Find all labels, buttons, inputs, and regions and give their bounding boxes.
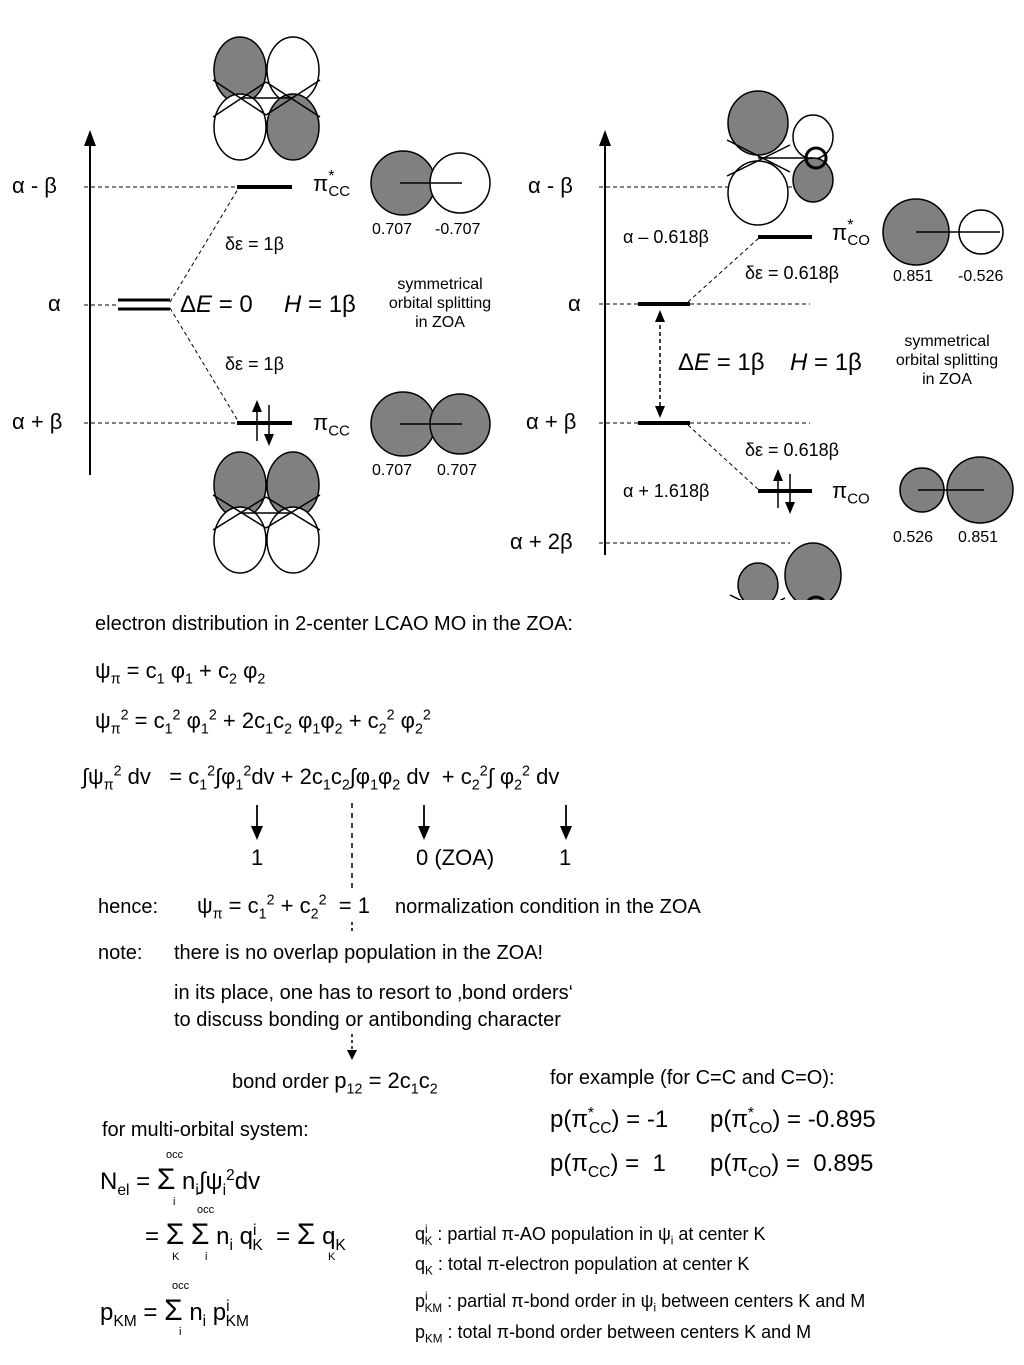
nel-equation-2: = Σ Σ ni qiK = Σ qK — [145, 1218, 346, 1254]
nel-equation-1: Nel = Σ ni∫ψi2dv — [100, 1163, 261, 1199]
left-pi-coef-1: 0.707 — [372, 462, 413, 479]
nel2-sum-k: K — [172, 1251, 180, 1263]
multi-orbital-heading: for multi-orbital system: — [102, 1119, 309, 1141]
pkm-sum-top: occ — [172, 1280, 190, 1292]
energy-level-diagram — [84, 36, 1014, 600]
section-heading: electron distribution in 2-center LCAO M… — [95, 613, 573, 635]
right-de-lower: δε = 0.618β — [745, 440, 839, 460]
left-pi-orbital-picture — [212, 451, 321, 574]
left-pistar-coef-1: 0.707 — [372, 221, 413, 238]
nel2-sum-i: i — [205, 1251, 208, 1263]
left-pi-coef-circles — [370, 391, 491, 457]
nel2-sum-k2: K — [328, 1251, 336, 1263]
right-de-upper: δε = 0.618β — [745, 263, 839, 283]
example-pistar-cc: p(π*CC) = -1 — [550, 1105, 669, 1137]
hence-label: hence: — [98, 896, 159, 918]
right-h: H = 1β — [790, 349, 862, 376]
right-energy-upper: α – 0.618β — [623, 227, 709, 247]
right-level-alpha-minus-beta: α - β — [528, 173, 573, 198]
example-pi-cc: p(πCC) = 1 — [550, 1150, 666, 1181]
left-pi-coef-2: 0.707 — [437, 462, 478, 479]
equation-wavefunction-squared: ψπ2 = c12 φ12 + 2c1c2 φ1φ2 + c22 φ22 — [95, 707, 431, 738]
definition-qk: qK : total π-electron population at cent… — [415, 1254, 750, 1278]
lower-arrows — [251, 803, 572, 1060]
definition-qik: qiK : partial π-AO population in ψi at c… — [415, 1223, 766, 1248]
right-pi-coef-1: 0.526 — [893, 529, 934, 546]
right-level-alpha: α — [568, 291, 581, 316]
left-level-alpha-plus-beta: α + β — [12, 409, 63, 434]
left-pistar-label: π*CC — [313, 167, 351, 201]
right-delta-e: ΔE = 1β — [678, 349, 765, 376]
definition-pkm: pKM : total π-bond order between centers… — [415, 1322, 812, 1346]
example-pi-co: p(πCO) = 0.895 — [710, 1150, 874, 1181]
normalization-note: normalization condition in the ZOA — [395, 896, 701, 918]
right-delta-e-arrow — [655, 310, 665, 418]
note-line-3: to discuss bonding or antibonding charac… — [174, 1009, 561, 1031]
right-level-alpha-plus-2beta: α + 2β — [510, 529, 573, 554]
left-pi-label: πCC — [313, 410, 350, 440]
left-h: H = 1β — [284, 291, 356, 318]
right-pistar-label: π*CO — [832, 216, 870, 250]
integral-value-3: 1 — [559, 845, 572, 870]
right-pistar-coef-1: 0.851 — [893, 268, 934, 285]
right-level-alpha-plus-beta: α + β — [526, 409, 577, 434]
left-level-alpha-minus-beta: α - β — [12, 173, 57, 198]
right-pi-coef-2: 0.851 — [958, 529, 999, 546]
left-electron-pair-icon — [252, 400, 274, 446]
right-pi-coef-circles — [899, 456, 1014, 524]
left-pistar-coef-circles — [370, 150, 491, 216]
note-label: note: — [98, 942, 143, 964]
example-heading: for example (for C=C and C=O): — [550, 1067, 835, 1089]
equation-wavefunction: ψπ = c1 φ1 + c2 φ2 — [95, 658, 266, 688]
nel-sum-top: occ — [166, 1149, 184, 1161]
note-line-1: there is no overlap population in the ZO… — [174, 942, 544, 964]
hence-equation: ψπ = c12 + c22 = 1 — [197, 892, 370, 923]
integral-value-2: 0 (ZOA) — [416, 845, 495, 870]
right-pistar-orbital-picture — [726, 90, 834, 226]
left-level-guides — [84, 186, 239, 424]
left-pistar-orbital-picture — [212, 36, 321, 161]
pkm-sum-bottom: i — [179, 1326, 182, 1338]
right-pistar-coef-2: -0.526 — [958, 268, 1004, 285]
right-pistar-coef-circles — [882, 198, 1004, 266]
nel-sum-bottom: i — [173, 1196, 176, 1208]
right-energy-lower: α + 1.618β — [623, 481, 710, 501]
left-delta-e: ΔE = 0 — [180, 291, 253, 318]
left-de-lower: δε = 1β — [225, 354, 284, 374]
definition-pikm: piKM : partial π-bond order in ψi betwee… — [415, 1290, 866, 1315]
nel2-sum-top: occ — [197, 1204, 215, 1216]
right-pi-label: πCO — [832, 478, 870, 508]
left-de-upper: δε = 1β — [225, 234, 284, 254]
example-pistar-co: p(π*CO) = -0.895 — [710, 1105, 876, 1137]
right-electron-pair-icon — [773, 469, 795, 514]
right-pi-orbital-picture — [729, 542, 842, 600]
left-level-alpha: α — [48, 291, 61, 316]
bond-order-equation: bond order p12 = 2c1c2 — [232, 1068, 438, 1098]
integral-value-1: 1 — [251, 845, 264, 870]
left-pistar-coef-2: -0.707 — [435, 221, 481, 238]
equation-integral: ∫ψπ2 dv = c12∫φ12dv + 2c1c2∫φ1φ2 dv + c2… — [82, 763, 560, 794]
note-line-2: in its place, one has to resort to ‚bond… — [174, 982, 574, 1004]
pkm-equation: pKM = Σ ni piKM — [100, 1294, 250, 1330]
left-degenerate-levels — [118, 298, 170, 311]
